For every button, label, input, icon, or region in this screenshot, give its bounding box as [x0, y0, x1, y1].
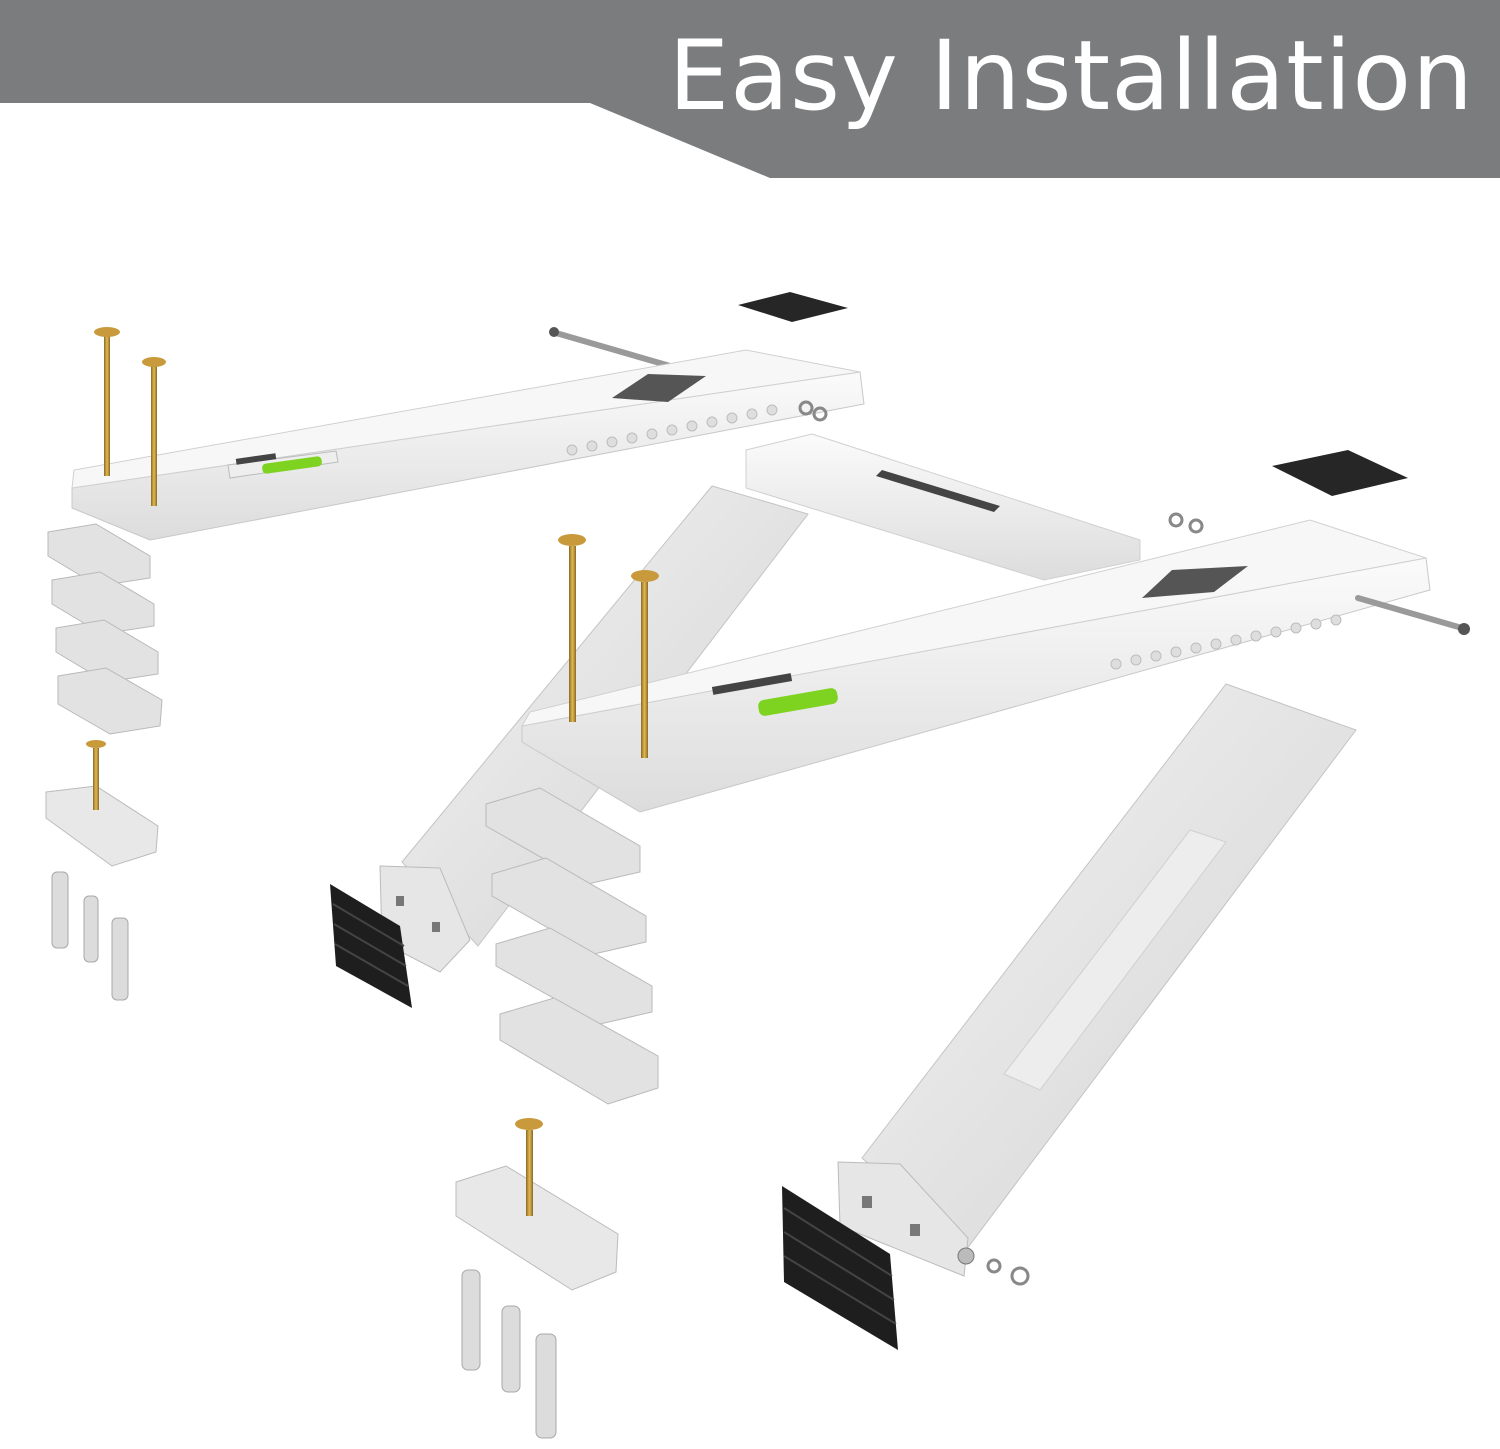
spacer-blocks-left: [47, 523, 163, 735]
bolt-washer-set-2: [1168, 512, 1204, 534]
top-bracket-right: [521, 519, 1431, 813]
bracket-kit-illustration: [45, 292, 1470, 1439]
mounting-block-center: [455, 1118, 619, 1291]
wood-screw-long-1: [94, 327, 120, 476]
banner-shape: [0, 0, 1500, 178]
wall-anchors-center: [461, 1269, 557, 1439]
wall-anchors-left: [51, 871, 129, 1001]
support-arm-right: [837, 683, 1357, 1277]
banner-title: Easy Installation: [668, 20, 1474, 132]
rubber-pad-top: [738, 292, 848, 322]
wood-screw-long-3: [558, 534, 586, 722]
mounting-block-left: [45, 740, 159, 867]
header-banner: Easy Installation: [0, 0, 1500, 180]
rubber-foot-right: [782, 1186, 898, 1350]
rubber-foot-left: [330, 884, 412, 1008]
cross-bar: [745, 433, 1141, 581]
spacer-blocks-center: [485, 787, 659, 1105]
rubber-pad-right: [1272, 450, 1408, 496]
threaded-rod-right: [1355, 595, 1470, 635]
bolt-washer-set-1: [798, 400, 828, 422]
top-bracket-left: [71, 349, 865, 541]
wood-screw-long-4: [631, 570, 659, 758]
wood-screw-long-2: [142, 357, 166, 506]
threaded-rod-left: [549, 327, 673, 369]
bolt-washer-set-3: [986, 1258, 1030, 1286]
